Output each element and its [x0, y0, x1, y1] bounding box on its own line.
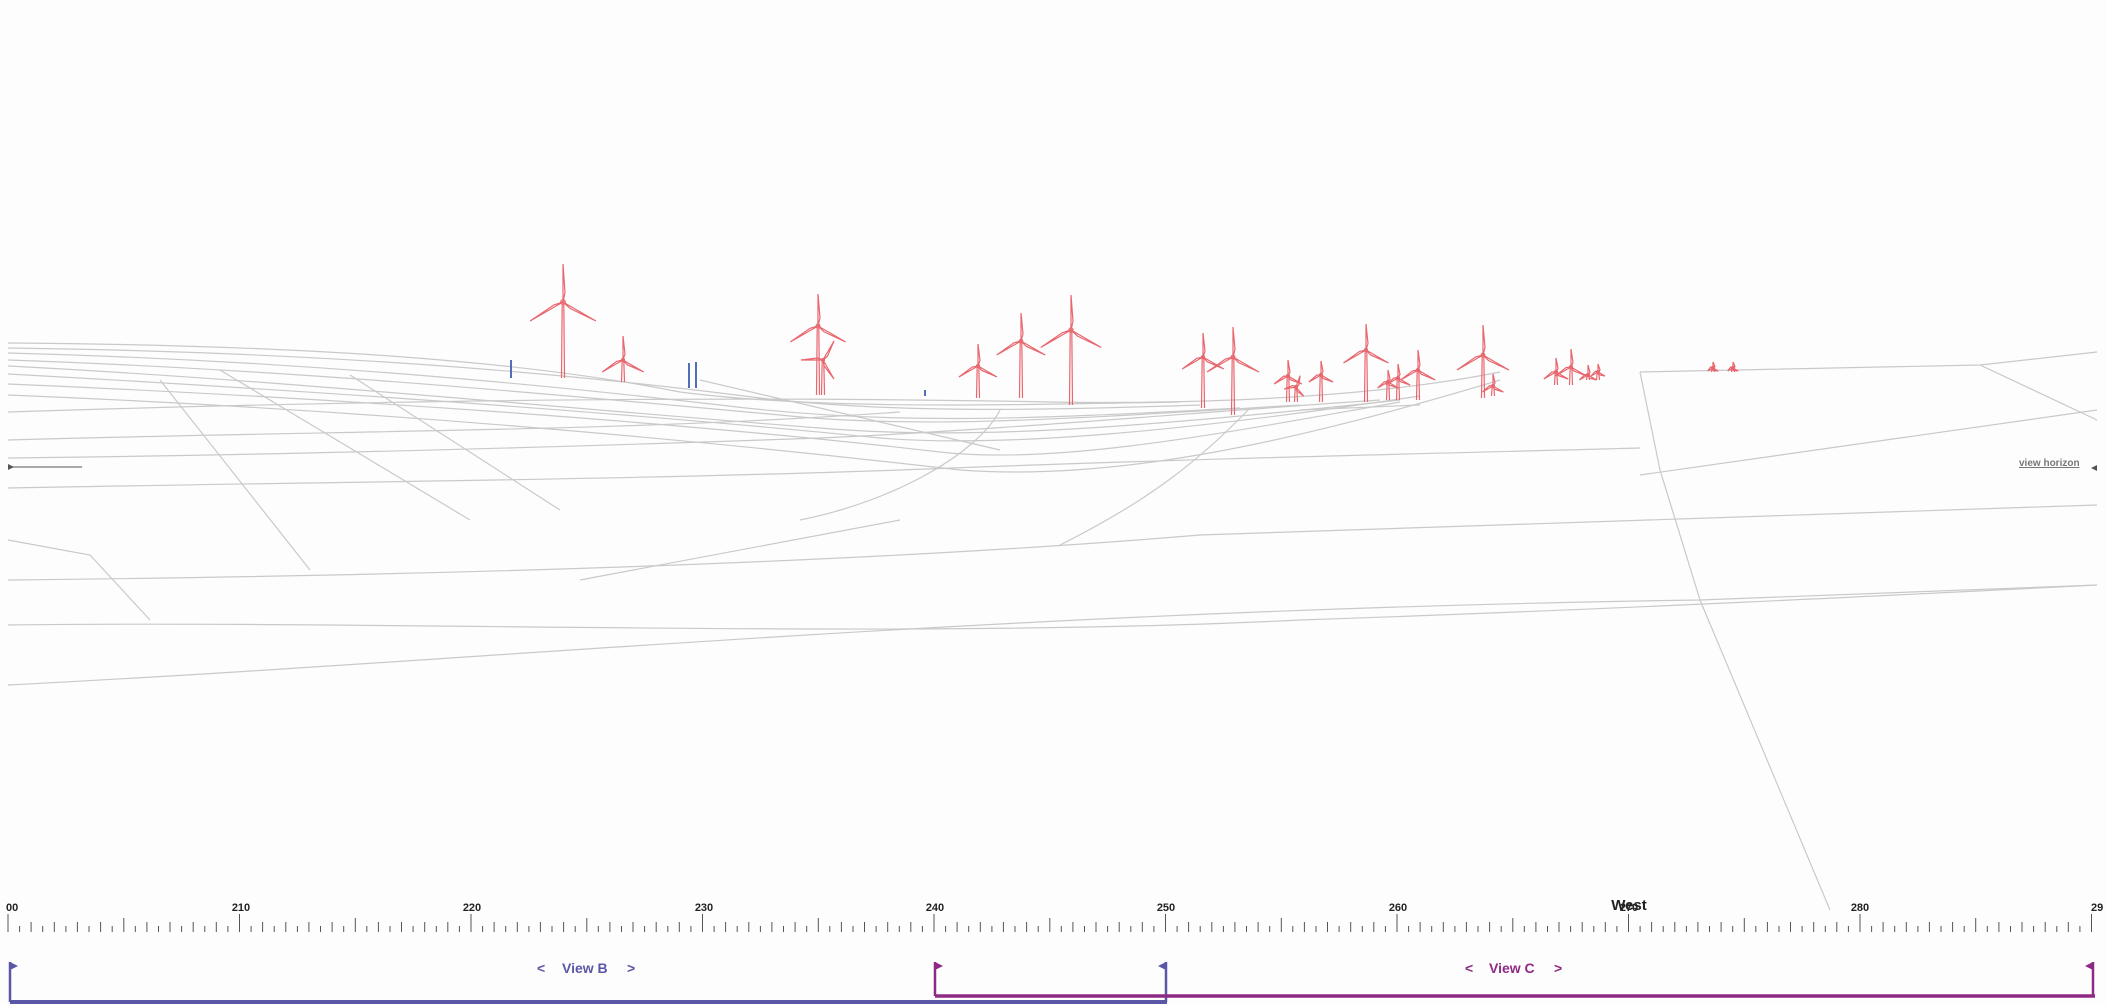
existing-turbines — [510, 360, 926, 396]
terrain-line — [7, 371, 1501, 413]
ruler-label-240: 240 — [926, 902, 944, 914]
terrain-line — [579, 519, 901, 581]
wind-turbine — [1578, 364, 1597, 381]
wind-turbine — [958, 343, 998, 399]
wind-turbine — [1543, 357, 1569, 386]
wind-turbine — [1555, 348, 1587, 386]
view-b-next-button[interactable]: > — [627, 960, 635, 976]
ruler-label-260: 260 — [1389, 902, 1407, 914]
view-b-label-group: < View B > — [537, 960, 635, 976]
view-b-end-flag[interactable] — [1158, 962, 1166, 970]
wind-turbine — [1400, 349, 1436, 401]
terrain-line — [1979, 364, 2098, 421]
terrain-line — [699, 379, 1001, 451]
terrain-line — [7, 347, 1201, 411]
view-b-label: View B — [562, 960, 608, 976]
ruler-label-230: 230 — [695, 902, 713, 914]
wind-turbine — [1343, 323, 1389, 403]
ruler-label-270: 270 — [1620, 902, 1638, 914]
terrain-line — [7, 383, 1401, 456]
terrain-line — [349, 374, 561, 511]
view-horizon-label: view horizon — [2019, 458, 2080, 469]
proposed-turbines — [529, 263, 1739, 416]
view-c-bracket[interactable] — [933, 962, 2095, 998]
terrain-line — [7, 504, 2098, 581]
terrain-line — [1639, 409, 2098, 476]
wind-turbine — [1377, 369, 1399, 401]
wind-turbine — [1385, 363, 1411, 401]
wind-turbine — [996, 312, 1046, 399]
view-c-label: View C — [1489, 960, 1535, 976]
terrain-line — [7, 373, 1421, 442]
ruler-label-200: 00 — [6, 902, 18, 914]
wind-turbine — [1181, 332, 1225, 409]
terrain-line — [7, 379, 1501, 473]
terrain-line — [1299, 404, 1421, 411]
terrain-line — [7, 365, 1401, 434]
horizon-marker-left — [8, 464, 82, 470]
terrain-line — [7, 447, 1641, 489]
wind-turbine — [1273, 359, 1303, 403]
ruler-label-210: 210 — [232, 902, 250, 914]
terrain-line — [1059, 407, 1251, 546]
ruler-label-280: 280 — [1851, 902, 1869, 914]
view-c-end-flag[interactable] — [2085, 962, 2093, 970]
terrain-line — [1639, 371, 1831, 911]
terrain-line — [159, 379, 311, 571]
terrain-line — [7, 584, 2098, 630]
terrain-line — [7, 352, 1241, 420]
wind-turbine — [1206, 326, 1260, 416]
wind-turbine — [1590, 363, 1606, 381]
terrain-line — [7, 399, 1381, 459]
view-c-label-group: < View C > — [1465, 960, 1562, 976]
terrain-wireframe — [7, 342, 2098, 911]
ruler-label-290: 29 — [2091, 902, 2103, 914]
wind-turbine — [789, 293, 847, 396]
wind-turbine — [1727, 361, 1739, 373]
terrain-line — [7, 342, 1181, 406]
view-c-prev-button[interactable]: < — [1465, 960, 1473, 976]
terrain-line — [7, 584, 2098, 686]
wind-turbine — [1040, 294, 1102, 406]
ruler-labels: 00 210 220 230 240 250 260 270 280 29 We… — [6, 897, 2103, 914]
wind-turbine — [1456, 324, 1510, 399]
terrain-line — [799, 409, 1001, 521]
terrain-line — [7, 539, 151, 621]
wind-turbine — [529, 263, 597, 379]
wind-turbine — [601, 335, 645, 383]
horizon-marker-right: view horizon — [2019, 458, 2097, 471]
view-b-prev-button[interactable]: < — [537, 960, 545, 976]
compass-west-label: West — [1611, 897, 1647, 914]
wind-turbine — [1482, 373, 1504, 397]
terrain-line — [7, 411, 901, 441]
view-c-next-button[interactable]: > — [1554, 960, 1562, 976]
terrain-line — [219, 369, 471, 521]
terrain-line — [7, 359, 1301, 423]
wind-turbine — [1283, 375, 1305, 403]
view-b-start-flag[interactable] — [10, 962, 18, 970]
ruler-label-250: 250 — [1157, 902, 1175, 914]
wind-turbine — [1707, 361, 1719, 373]
bearing-ruler — [7, 914, 2092, 932]
view-c-start-flag[interactable] — [935, 962, 943, 970]
wind-turbine — [800, 340, 835, 396]
wind-turbine — [1308, 360, 1334, 403]
ruler-label-220: 220 — [463, 902, 481, 914]
